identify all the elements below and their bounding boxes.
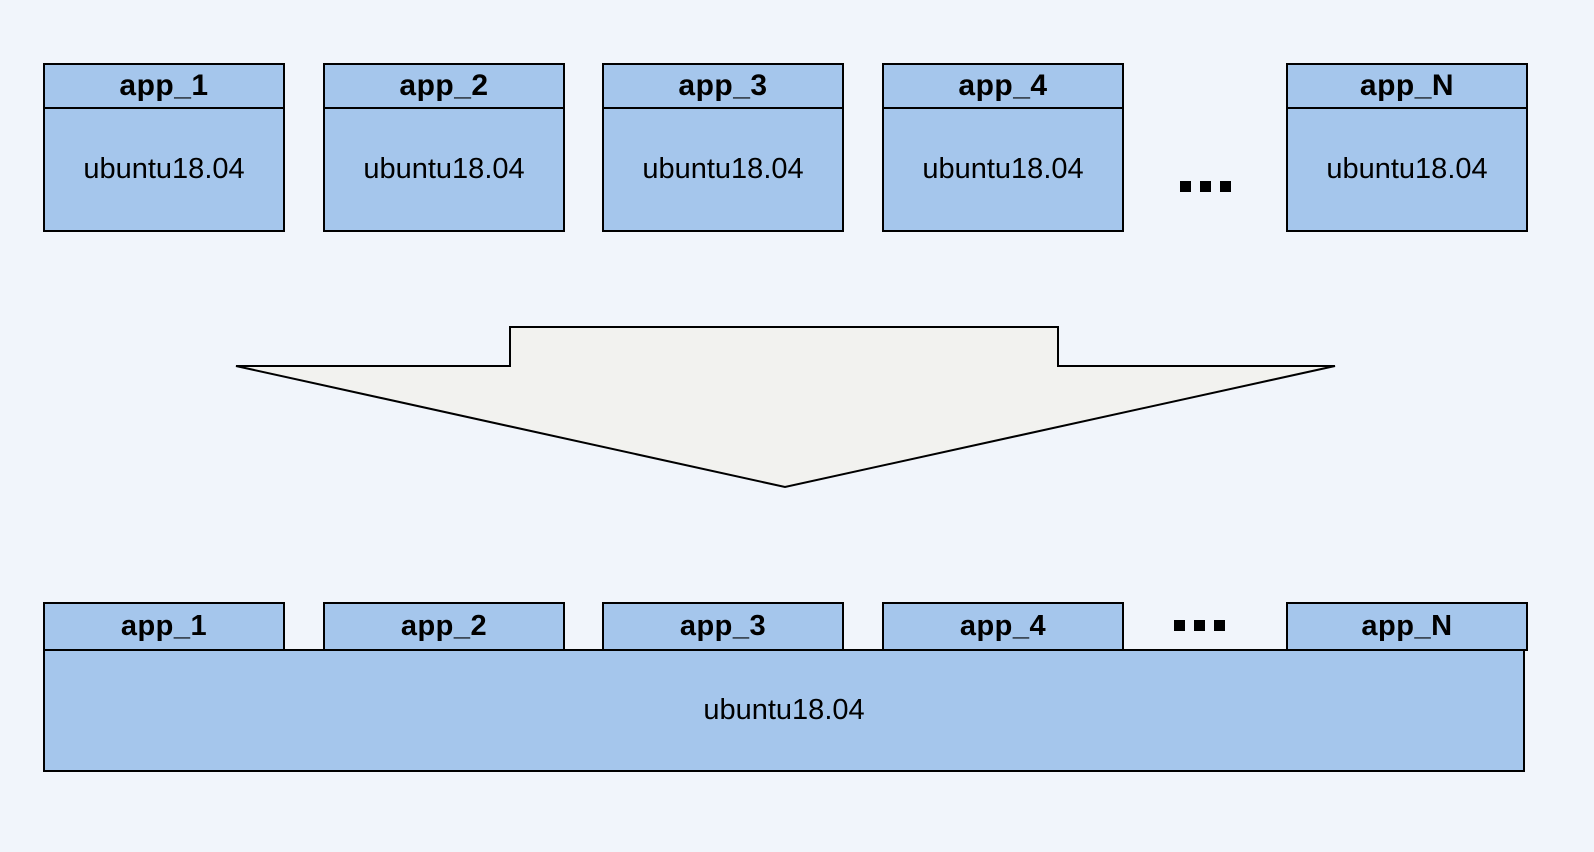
merged-app-box-4: app_4 bbox=[882, 602, 1124, 651]
merged-app-box-3: app_3 bbox=[602, 602, 844, 651]
merged-app-box-1: app_1 bbox=[43, 602, 285, 651]
dot-icon bbox=[1174, 620, 1185, 631]
shared-os-box: ubuntu18.04 bbox=[43, 649, 1525, 772]
app-box-n-title: app_N bbox=[1288, 65, 1526, 109]
shared-os-label: ubuntu18.04 bbox=[703, 694, 865, 726]
merged-app-box-n: app_N bbox=[1286, 602, 1528, 651]
ellipsis-dots-top bbox=[1180, 181, 1231, 192]
dot-icon bbox=[1200, 181, 1211, 192]
app-box-4: app_4 ubuntu18.04 bbox=[882, 63, 1124, 232]
app-box-3: app_3 ubuntu18.04 bbox=[602, 63, 844, 232]
dot-icon bbox=[1214, 620, 1225, 631]
app-box-3-os-label: ubuntu18.04 bbox=[642, 153, 804, 185]
app-box-2-title: app_2 bbox=[325, 65, 563, 109]
app-box-4-os-label: ubuntu18.04 bbox=[922, 153, 1084, 185]
app-box-3-title: app_3 bbox=[604, 65, 842, 109]
dot-icon bbox=[1180, 181, 1191, 192]
app-box-1-os-label: ubuntu18.04 bbox=[83, 153, 245, 185]
app-box-2: app_2 ubuntu18.04 bbox=[323, 63, 565, 232]
app-box-n-os-label: ubuntu18.04 bbox=[1326, 153, 1488, 185]
dot-icon bbox=[1194, 620, 1205, 631]
app-box-n: app_N ubuntu18.04 bbox=[1286, 63, 1528, 232]
app-box-1-title: app_1 bbox=[45, 65, 283, 109]
app-box-4-title: app_4 bbox=[884, 65, 1122, 109]
app-box-2-os-label: ubuntu18.04 bbox=[363, 153, 525, 185]
app-box-1: app_1 ubuntu18.04 bbox=[43, 63, 285, 232]
merged-app-box-2: app_2 bbox=[323, 602, 565, 651]
ellipsis-dots-bottom bbox=[1174, 620, 1225, 631]
dot-icon bbox=[1220, 181, 1231, 192]
